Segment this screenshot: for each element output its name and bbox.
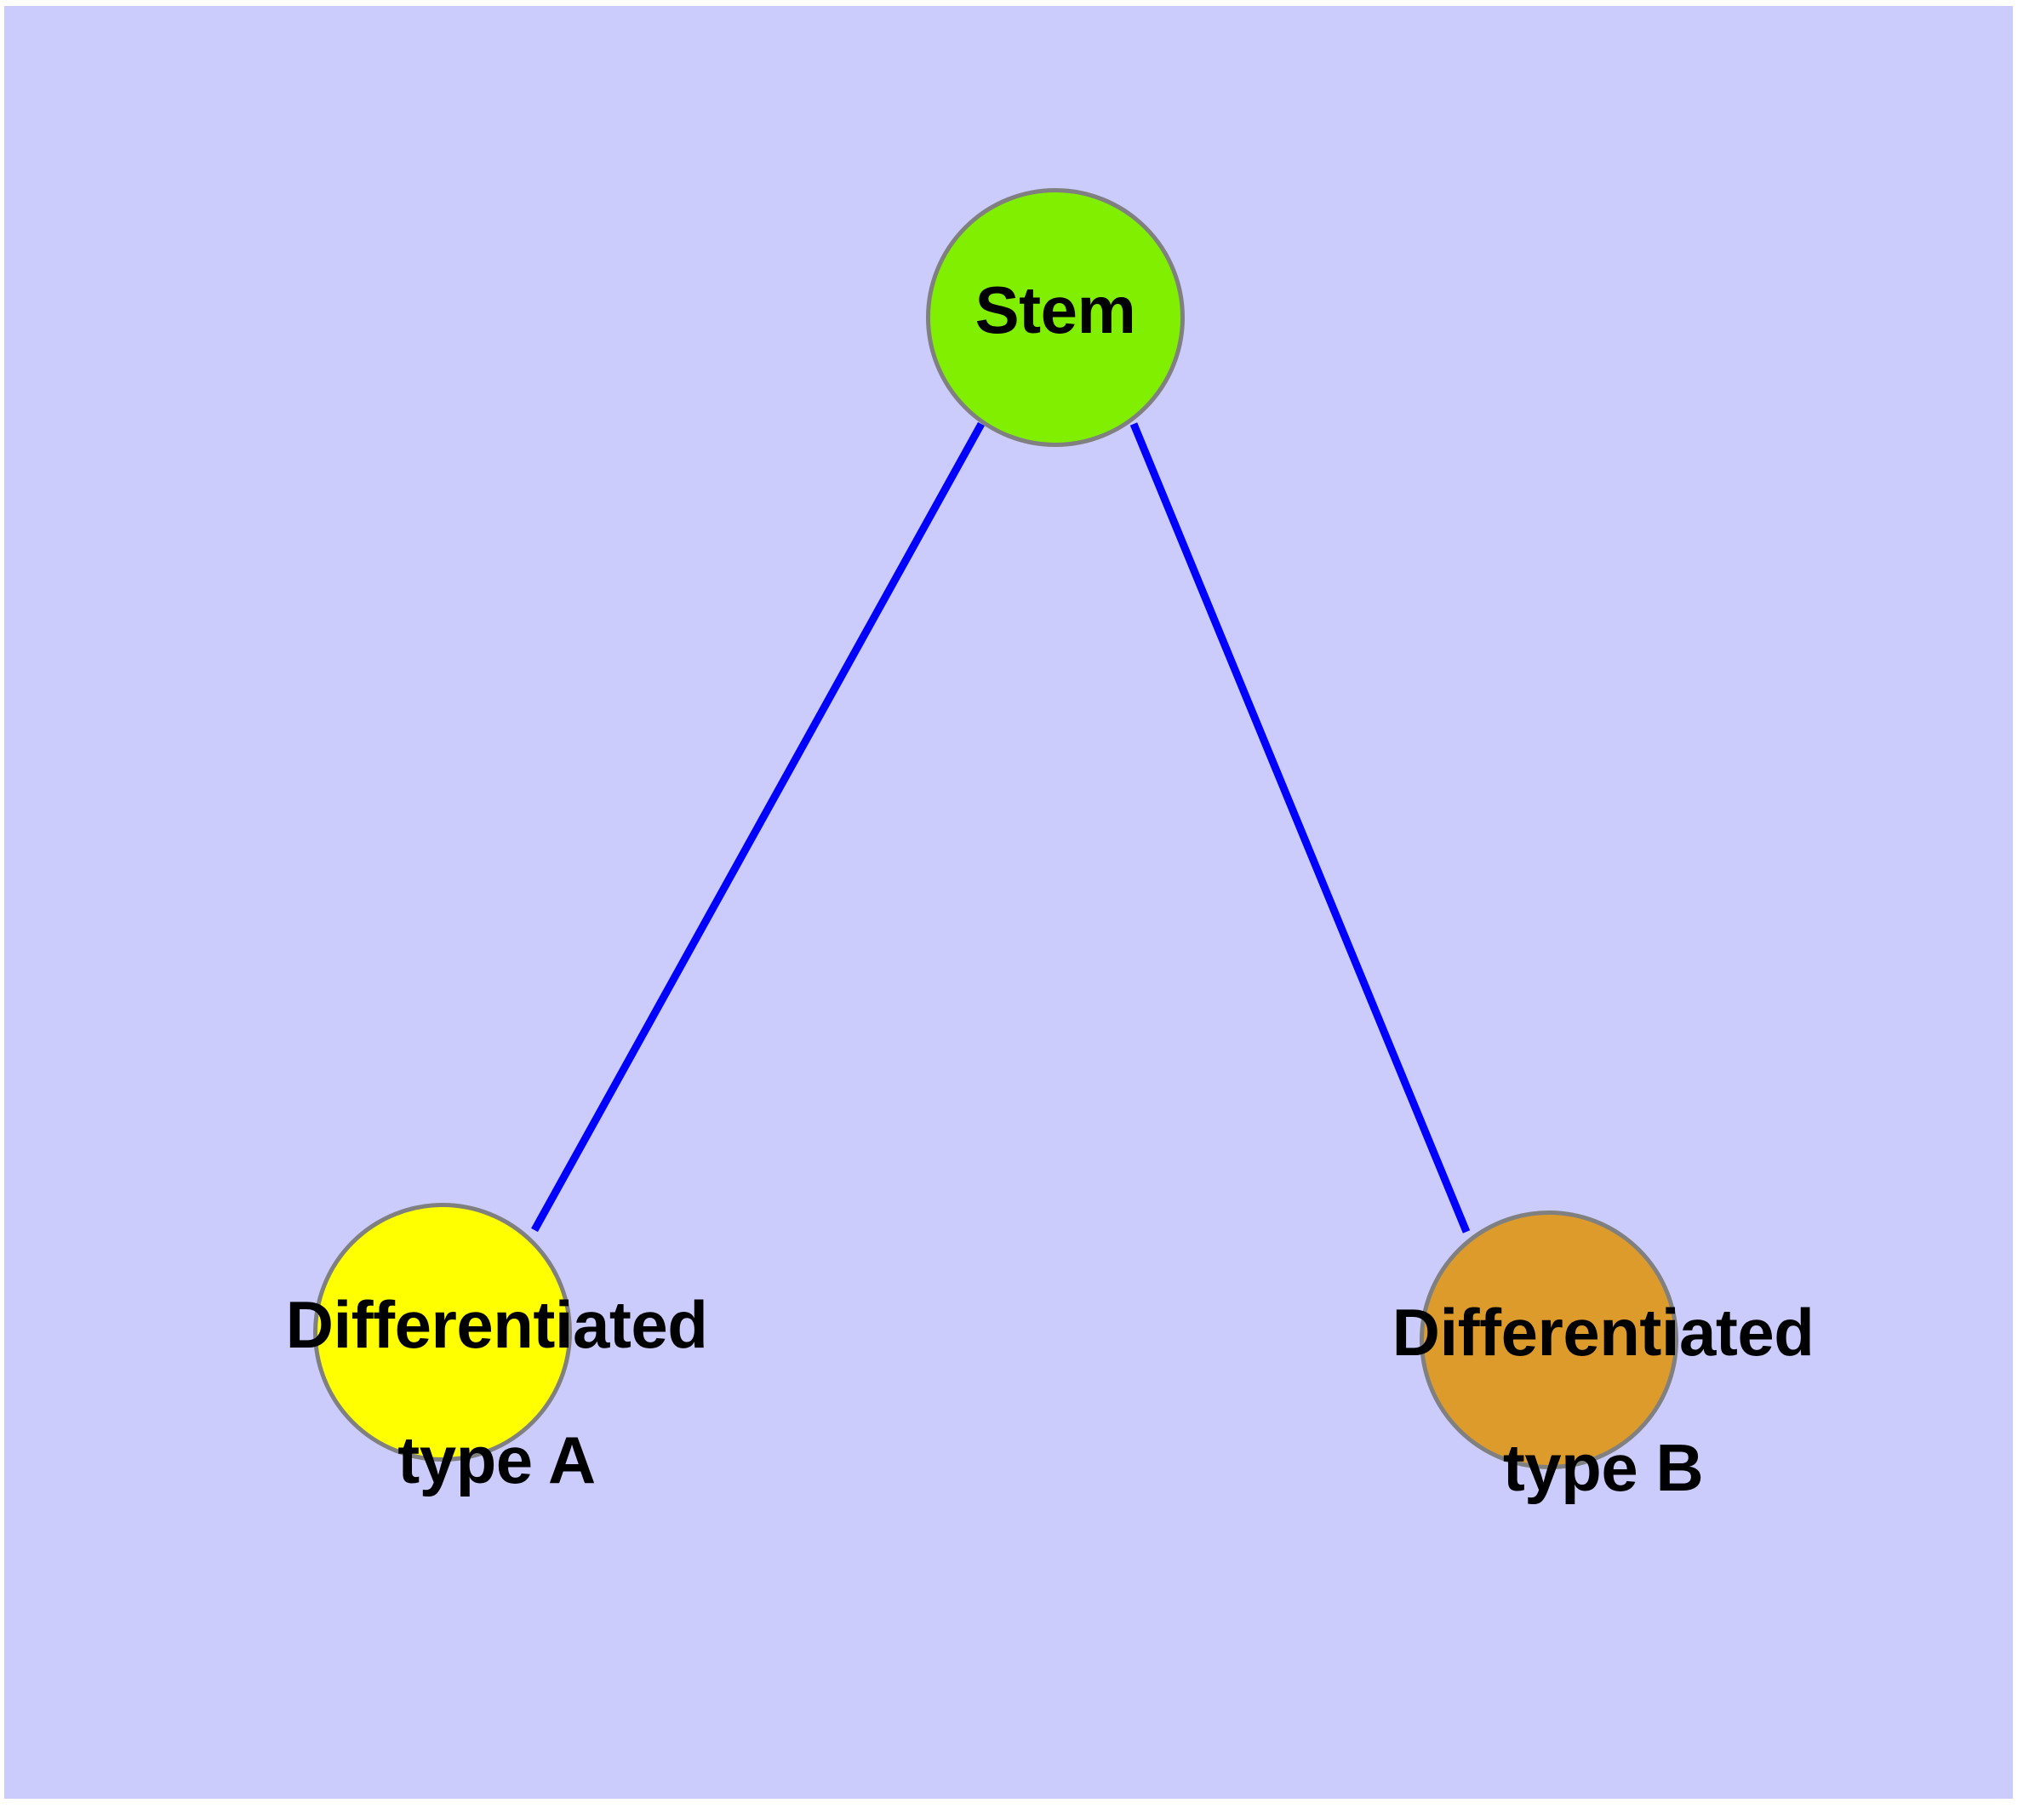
graph-canvas: Stem Differentiated type A Differentiate… [4,6,2013,1799]
node-stem[interactable] [926,188,1185,447]
node-diff-a[interactable] [313,1203,572,1462]
node-diff-b[interactable] [1420,1210,1678,1469]
node-layer: Stem Differentiated type A Differentiate… [4,6,2013,1799]
edge-stem-to-diff-a [531,421,985,1233]
edge-stem-to-diff-b [1129,422,1471,1233]
edge-layer [531,421,1471,1233]
